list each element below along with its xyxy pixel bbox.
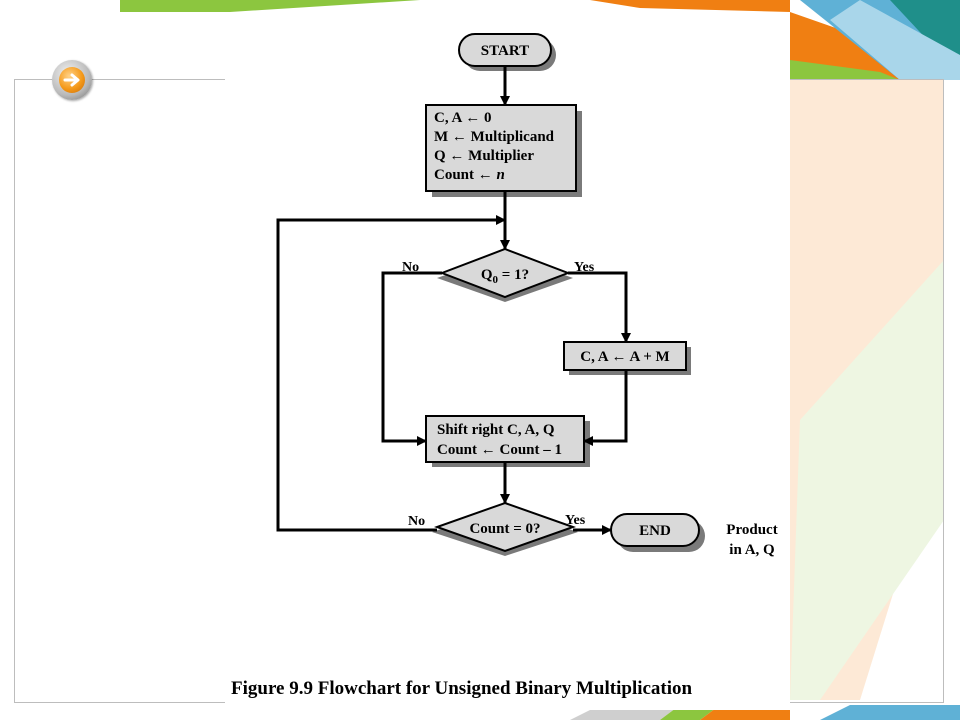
add-label: C, A ← A + M <box>580 349 669 365</box>
deco-blue-light-band <box>830 0 960 80</box>
q0-yes-label: Yes <box>574 260 595 275</box>
arrow-right-icon <box>63 73 80 87</box>
init-line-2: M ← Multiplicand <box>434 129 555 145</box>
deco-green-wedge-right <box>790 60 900 80</box>
result-line-1: Product <box>726 522 777 538</box>
start-label: START <box>481 43 529 59</box>
count-condition: Count = 0? <box>469 521 540 537</box>
count-yes-label: Yes <box>565 513 586 528</box>
count-no-label: No <box>408 514 425 529</box>
init-line-3: Q ← Multiplier <box>434 148 534 164</box>
q0-no-label: No <box>402 260 419 275</box>
init-box: C, A ← 0 M ← Multiplicand Q ← Multiplier… <box>425 104 582 197</box>
shift-box: Shift right C, A, Q Count ← Count – 1 <box>425 415 590 467</box>
deco-blue-band-bottom <box>820 705 960 720</box>
end-terminal: END <box>610 513 705 552</box>
arrow-count-no-loop <box>276 215 506 532</box>
arrow-add-to-shift <box>583 370 628 446</box>
deco-lightgreen-sweep <box>790 260 944 700</box>
deco-orange-band-top <box>590 0 790 12</box>
q0-rest: = 1? <box>498 267 529 283</box>
count-decision: Count = 0? <box>432 501 578 556</box>
add-box: C, A ← A + M <box>563 341 691 375</box>
init-count-text: Count ← <box>434 167 497 183</box>
init-line-1: C, A ← 0 <box>434 110 492 126</box>
deco-green-stripe-top <box>120 0 420 12</box>
deco-orange-wedge-right <box>790 12 900 80</box>
result-line-2: in A, Q <box>729 542 775 558</box>
q0-base: Q <box>481 267 493 283</box>
end-label: END <box>639 523 671 539</box>
start-terminal: START <box>458 33 556 71</box>
connectors <box>276 66 631 535</box>
q0-decision: Q0 = 1? <box>437 247 573 302</box>
figure-panel: START C, A ← 0 M ← Multiplicand Q ← Mult… <box>225 20 790 710</box>
arrow-q0-no-to-shift <box>381 271 442 446</box>
figure-caption: Figure 9.9 Flowchart for Unsigned Binary… <box>231 678 693 699</box>
init-count-var: n <box>497 167 505 183</box>
init-line-4: Count ← n <box>434 167 505 183</box>
shift-line-2: Count ← Count – 1 <box>437 442 562 458</box>
q0-subscript: 0 <box>493 274 499 286</box>
q0-condition: Q0 = 1? <box>481 267 529 286</box>
arrow-q0-yes-to-add <box>568 271 631 343</box>
shift-line-1: Shift right C, A, Q <box>437 422 555 438</box>
next-slide-button[interactable] <box>52 60 92 100</box>
flowchart-diagram: START C, A ← 0 M ← Multiplicand Q ← Mult… <box>276 33 778 558</box>
